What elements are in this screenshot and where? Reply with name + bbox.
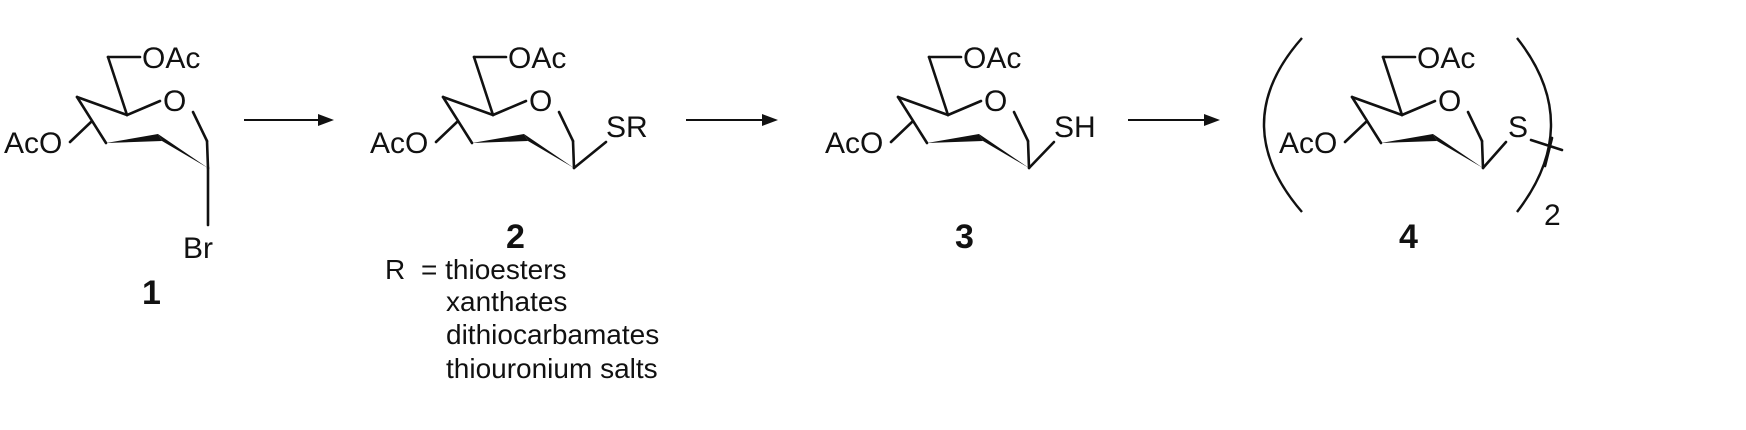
compound-2-number: 2	[506, 218, 525, 256]
reaction-arrow-1	[244, 114, 334, 126]
aco-label: AcO	[1279, 127, 1337, 160]
aco-label: AcO	[370, 127, 428, 160]
ring-oxygen-label: O	[1438, 85, 1461, 118]
sulfur-label: S	[1508, 111, 1528, 144]
r-definition-list: R = thioesters xanthates dithiocarbamate…	[385, 254, 659, 384]
oac-label: OAc	[142, 42, 200, 75]
compound-2-structure: OAc O AcO SR	[370, 42, 648, 170]
reaction-arrow-2	[686, 114, 778, 126]
r-item-dithiocarbamates: dithiocarbamates	[446, 319, 659, 350]
compound-1-number: 1	[142, 274, 161, 312]
right-parenthesis	[1516, 37, 1553, 213]
ring-oxygen-label: O	[163, 85, 186, 118]
sr-label: SR	[606, 111, 648, 144]
left-parenthesis	[1262, 37, 1303, 213]
aco-label: AcO	[825, 127, 883, 160]
dimer-subscript: 2	[1544, 199, 1561, 232]
r-label: R	[385, 254, 405, 285]
r-item-thioesters: = thioesters	[421, 254, 567, 285]
compound-3-structure: OAc O AcO SH	[825, 42, 1096, 170]
compound-3-number: 3	[955, 218, 974, 256]
compound-4-number: 4	[1399, 218, 1418, 256]
oac-label: OAc	[508, 42, 566, 75]
oac-label: OAc	[1417, 42, 1475, 75]
bromine-label: Br	[183, 232, 213, 265]
ring-oxygen-label: O	[984, 85, 1007, 118]
reaction-arrow-3	[1128, 114, 1220, 126]
r-item-xanthates: xanthates	[446, 286, 567, 317]
oac-label: OAc	[963, 42, 1021, 75]
compound-1-structure: OAc O AcO Br	[4, 42, 213, 265]
ring-oxygen-label: O	[529, 85, 552, 118]
aco-label: AcO	[4, 127, 62, 160]
r-item-thiouronium-salts: thiouronium salts	[446, 353, 658, 384]
sh-label: SH	[1054, 111, 1096, 144]
compound-4-structure: OAc O AcO S	[1279, 42, 1564, 170]
